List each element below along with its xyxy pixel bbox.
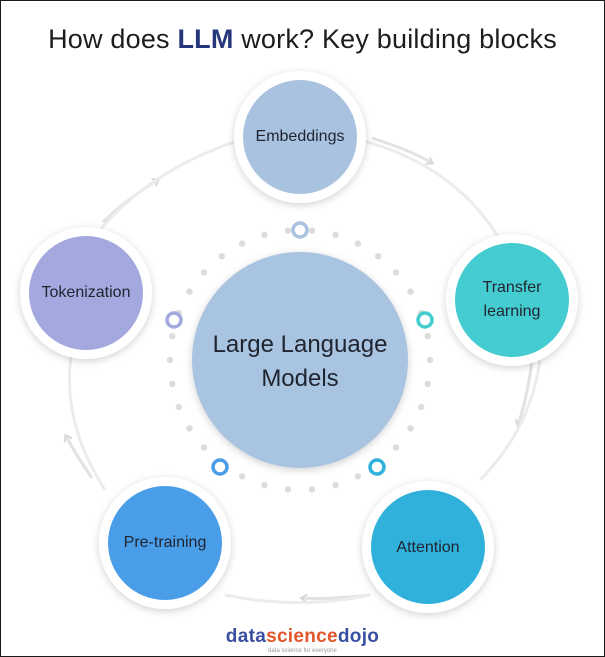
ring-dot <box>407 288 414 295</box>
ring-dot <box>426 356 434 364</box>
ring-dot <box>392 444 400 451</box>
ring-dot <box>332 231 339 239</box>
ring-dot <box>424 380 431 388</box>
ring-dot <box>418 403 425 411</box>
ring-marker-top <box>291 221 309 239</box>
node-label-pre-training: Pre-training <box>124 531 207 555</box>
node-label-embeddings: Embeddings <box>256 125 345 149</box>
cycle-arrow-pretraining-to-tokenization <box>63 433 94 479</box>
ring-marker-bottom-right <box>368 458 386 476</box>
ring-dot <box>354 473 362 480</box>
ring-dot <box>200 444 208 451</box>
node-embeddings <box>234 71 366 203</box>
center-label-line1: Large Language <box>212 331 388 358</box>
ring-dot <box>392 269 400 276</box>
cycle-arc-bottom <box>224 593 371 604</box>
ring-dot <box>218 253 225 260</box>
node-label-line: Tokenization <box>41 284 131 301</box>
center-label: Large Language Models <box>213 328 388 396</box>
title-suffix: work? Key building blocks <box>233 24 557 54</box>
center-circle <box>192 252 408 468</box>
title-highlight: LLM <box>177 24 234 54</box>
logo-part1: data <box>225 626 267 647</box>
ring-dot <box>166 356 174 364</box>
node-pre-training <box>99 477 231 609</box>
cycle-arrow-embeddings-to-transfer <box>371 136 435 165</box>
ring-marker-right <box>416 311 434 329</box>
ring-dot <box>186 425 193 432</box>
ring-dot <box>186 288 193 295</box>
ring-dot <box>169 380 176 388</box>
ring-dot <box>308 486 316 493</box>
ring-dot <box>238 240 246 247</box>
ring-dot <box>407 425 414 432</box>
ring-dot <box>424 332 431 340</box>
node-label-line: Transfer <box>482 279 542 296</box>
cycle-arc-left <box>67 349 107 491</box>
ring-dot <box>175 403 182 411</box>
ring-dot <box>354 240 362 247</box>
node-label-transfer-learning: Transfer learning <box>483 276 542 324</box>
ring-marker-bottom-left <box>211 458 229 476</box>
node-label-line: Pre-training <box>123 534 207 551</box>
ring-dot <box>375 253 382 260</box>
ring-dot <box>308 227 316 234</box>
ring-dot <box>261 231 268 239</box>
center-label-line2: Models <box>261 365 339 392</box>
node-label-line: learning <box>483 303 541 320</box>
node-tokenization <box>20 227 152 359</box>
ring-dot <box>169 332 176 340</box>
logo-part3: dojo <box>337 626 380 647</box>
logo-tagline: data science for everyone <box>268 648 337 654</box>
ring-dot <box>332 481 339 489</box>
ring-dot <box>261 481 268 489</box>
node-attention <box>362 481 494 613</box>
ring-dot <box>284 486 292 493</box>
title-prefix: How does <box>48 24 178 54</box>
node-label-tokenization: Tokenization <box>42 281 131 305</box>
ring-dot <box>284 227 292 234</box>
node-label-attention: Attention <box>396 536 459 560</box>
node-label-line: Attention <box>396 539 460 556</box>
node-transfer-learning <box>446 234 578 366</box>
cycle-arrow-transfer-to-attention <box>514 359 534 428</box>
cycle-arc-top-left <box>98 138 241 231</box>
ring-marker-left <box>165 311 183 329</box>
brand-logo: datasciencedojo <box>0 626 605 648</box>
page-title: How does LLM work? Key building blocks <box>0 24 605 55</box>
logo-part2: science <box>266 626 338 647</box>
cycle-arc-top-right <box>359 138 502 241</box>
ring-dot <box>200 269 208 276</box>
cycle-arc-right <box>478 359 542 482</box>
node-label-line: Embeddings <box>255 128 345 145</box>
ring-dot <box>238 473 246 480</box>
